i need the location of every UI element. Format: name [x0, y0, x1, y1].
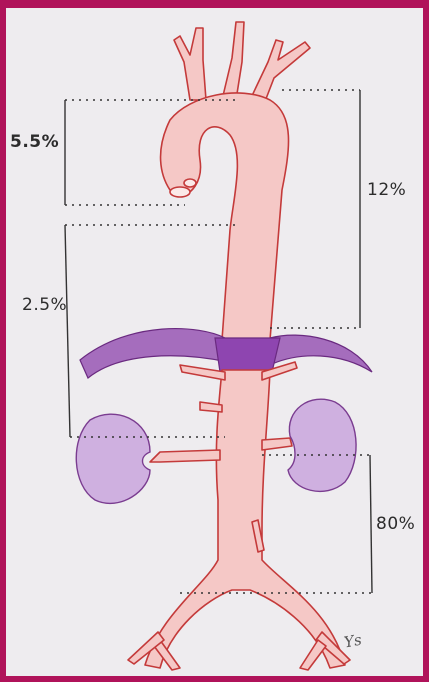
kidney-right [288, 399, 356, 491]
label-thoracoabdominal-percent: 2.5% [22, 295, 67, 315]
aortic-root-opening [170, 187, 190, 197]
label-aortic-root-percent: 5.5% [10, 132, 59, 152]
coronary-ostium [184, 179, 196, 187]
renal-artery-left [150, 450, 220, 462]
label-infrarenal-percent: 80% [376, 514, 415, 534]
kidney-left [76, 414, 150, 503]
label-thoracic-percent: 12% [367, 180, 406, 200]
artist-signature: Ys [343, 631, 363, 652]
aortic-hiatus [215, 338, 280, 372]
